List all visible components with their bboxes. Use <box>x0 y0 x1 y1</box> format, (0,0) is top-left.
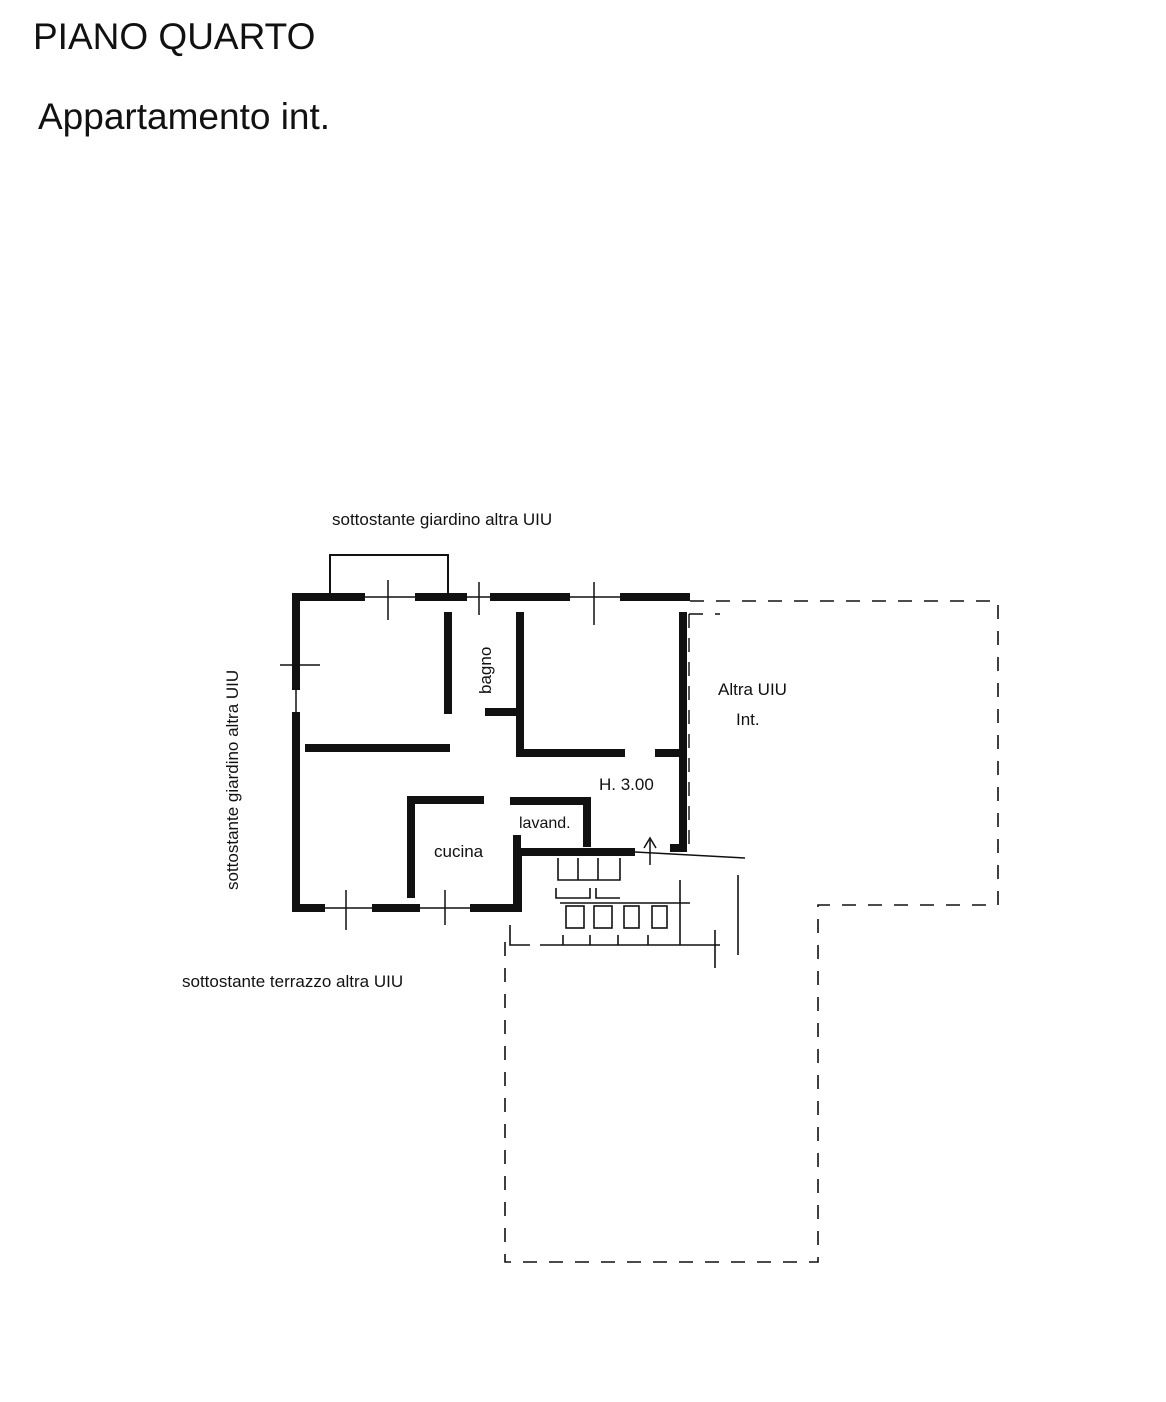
staircase <box>509 858 739 968</box>
floor-title: PIANO QUARTO <box>33 16 316 57</box>
window-marks <box>280 580 746 930</box>
room-laundry: lavand. <box>519 815 571 832</box>
room-bathroom: bagno <box>476 647 495 694</box>
label-other-unit: Altra UIU <box>718 680 787 699</box>
label-other-unit-int: Int. <box>736 710 760 729</box>
balcony-outline <box>329 554 449 594</box>
label-top: sottostante giardino altra UIU <box>332 510 552 529</box>
walls <box>292 593 690 912</box>
other-unit-boundary <box>504 600 999 1263</box>
label-bottom: sottostante terrazzo altra UIU <box>182 972 403 991</box>
unit-subtitle: Appartamento int. <box>38 96 331 137</box>
room-kitchen: cucina <box>434 842 484 861</box>
label-left: sottostante giardino altra UIU <box>223 670 242 890</box>
label-height: H. 3.00 <box>599 775 654 794</box>
